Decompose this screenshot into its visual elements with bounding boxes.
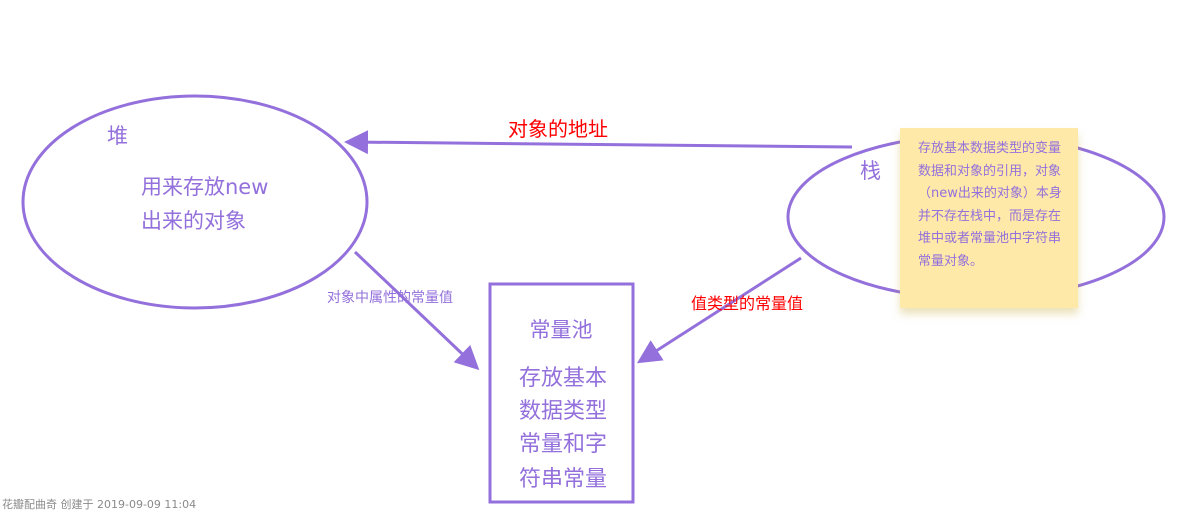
edge-stack-to-heap[interactable] [344,130,853,155]
heap-desc-line1: 用来存放new [141,175,268,199]
pool-desc-line3: 常量和字 [519,432,607,457]
edge-stack-to-pool-label: 值类型的常量值 [691,294,803,313]
pool-title: 常量池 [530,318,593,342]
edge-heap-to-pool[interactable] [353,250,480,371]
edge-stack-to-heap-label: 对象的地址 [508,117,608,141]
stack-title: 栈 [860,159,881,183]
footer-credit: 花瓣配曲奇 创建于 2019-09-09 11:04 [2,498,197,511]
constant-pool-node[interactable] [488,282,635,504]
pool-desc-line4: 符串常量 [519,467,607,492]
pool-desc-line1: 存放基本 [519,366,607,391]
pool-desc-line2: 数据类型 [519,399,607,424]
heap-desc-line2: 出来的对象 [141,209,246,233]
edge-heap-to-pool-label: 对象中属性的常量值 [327,290,453,306]
edge-stack-to-pool[interactable] [636,256,802,364]
sticky-note[interactable]: 存放基本数据类型的变量数据和对象的引用，对象（new出来的对象）本身并不存在栈中… [900,128,1078,308]
heap-node[interactable] [21,94,369,310]
heap-title: 堆 [107,124,128,148]
sticky-note-text: 存放基本数据类型的变量数据和对象的引用，对象（new出来的对象）本身并不存在栈中… [918,141,1062,269]
